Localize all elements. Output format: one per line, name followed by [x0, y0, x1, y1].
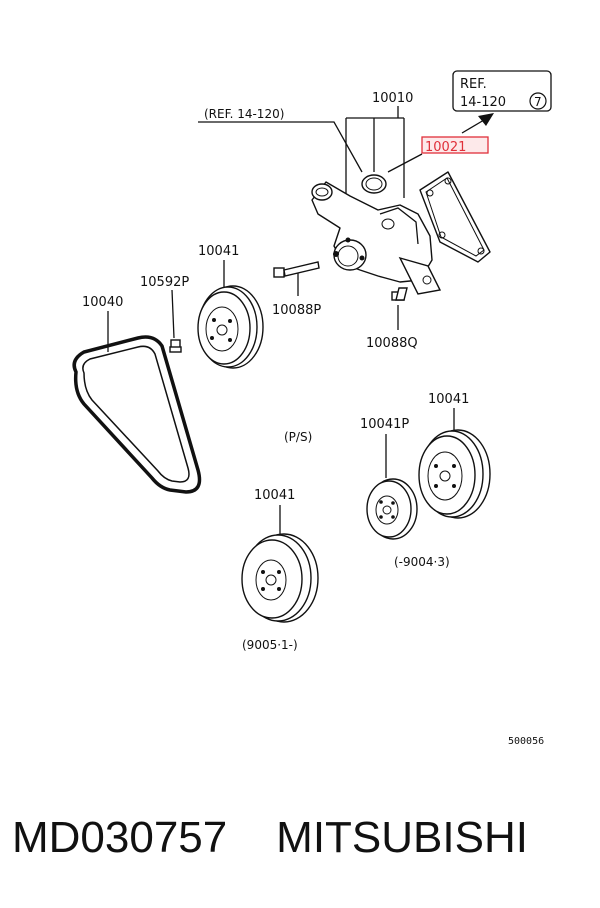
- footer-caption: MD030757 MITSUBISHI: [12, 808, 592, 868]
- label-ps: (P/S): [284, 430, 312, 444]
- bolt-10088q[interactable]: [391, 287, 408, 301]
- ref-arrow: [461, 113, 494, 134]
- bolt-10592p[interactable]: [169, 339, 182, 353]
- pulley-10041p[interactable]: [366, 478, 418, 540]
- label-10088p[interactable]: 10088P: [272, 303, 321, 318]
- label-10021-highlight[interactable]: 10021: [421, 136, 489, 155]
- ref-box-circle-number: 7: [534, 95, 542, 109]
- diagram-code: 500056: [508, 736, 544, 747]
- ref-leader: [198, 121, 363, 173]
- ref-box-line1: REF.: [460, 77, 487, 92]
- ref-box[interactable]: REF. 14-120 7: [452, 70, 552, 112]
- label-10041-bottom[interactable]: 10041: [254, 488, 295, 503]
- ref-box-line2: 14-120: [460, 95, 506, 110]
- label-10021: 10021: [425, 140, 466, 155]
- ref-14-120-label[interactable]: (REF. 14-120): [204, 107, 284, 121]
- footer-spacer: [227, 813, 276, 862]
- label-10041p[interactable]: 10041P: [360, 417, 409, 432]
- label-range-early: (-9004·3): [394, 555, 450, 569]
- bolt-10088p[interactable]: [273, 261, 320, 278]
- v-belt[interactable]: [72, 335, 202, 494]
- label-range-late: (9005·1-): [242, 638, 298, 652]
- label-10041-top[interactable]: 10041: [198, 244, 239, 259]
- label-10041-right[interactable]: 10041: [428, 392, 469, 407]
- pulley-top[interactable]: [197, 285, 264, 369]
- footer-brand: MITSUBISHI: [276, 813, 528, 862]
- label-10592p[interactable]: 10592P: [140, 275, 189, 290]
- label-10040[interactable]: 10040: [82, 295, 123, 310]
- label-10010[interactable]: 10010: [372, 91, 413, 106]
- pulley-right[interactable]: [418, 429, 491, 519]
- water-pump[interactable]: [311, 181, 442, 295]
- footer-part-number: MD030757: [12, 813, 228, 862]
- gasket[interactable]: [419, 171, 491, 263]
- pulley-bottom[interactable]: [241, 533, 319, 623]
- label-10088q[interactable]: 10088Q: [366, 336, 418, 351]
